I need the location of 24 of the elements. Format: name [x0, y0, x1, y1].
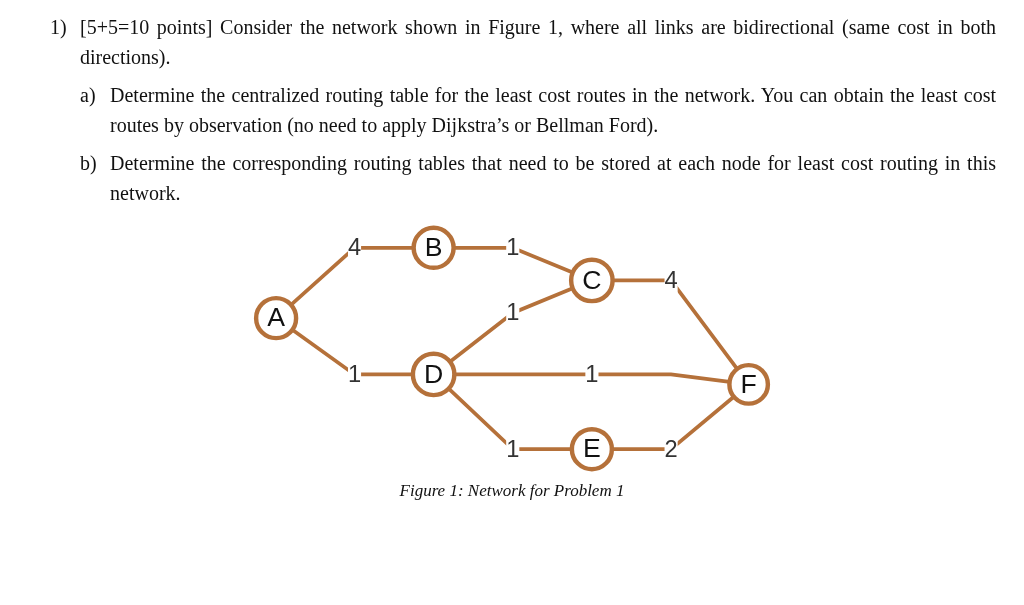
edge-label: 1	[506, 234, 520, 260]
node-circle	[410, 351, 457, 398]
question-text: Determine the centralized routing table for the least cost routes in the network. You can obtain the least cost routes by observation (no need to apply Dijkstra’s or Bellman Ford).	[110, 83, 996, 139]
connector	[291, 328, 413, 377]
node-circle	[569, 426, 615, 472]
edge-label: 1	[506, 435, 520, 462]
edge-label: 1	[347, 361, 362, 387]
node-circle	[727, 362, 771, 406]
figure-caption: Figure 1: Network for Problem 1	[398, 481, 626, 501]
edge-label: 4	[664, 267, 678, 293]
connector	[447, 387, 572, 451]
node-circle	[568, 257, 615, 304]
edge-label: 2	[664, 435, 678, 462]
item-marker: a)	[80, 83, 97, 108]
item-marker: 1)	[50, 15, 68, 40]
question-text: Determine the corresponding routing tables that need to be stored at each node for least cost routing in this network.	[110, 151, 996, 206]
node-circle	[253, 295, 299, 341]
edge-label: 1	[585, 361, 599, 387]
item-marker: b)	[80, 151, 98, 176]
node-circle	[411, 225, 456, 271]
edge-label: 4	[347, 234, 362, 260]
network-graph: 4 1 1 1 4 1 1 2 A B D C E F	[0, 216, 1024, 481]
question-text: [5+5=10 points] Consider the network shown in Figure 1, where all links are bidirectional (same cost in both directions).	[80, 15, 996, 71]
edge-label: 1	[506, 299, 520, 325]
